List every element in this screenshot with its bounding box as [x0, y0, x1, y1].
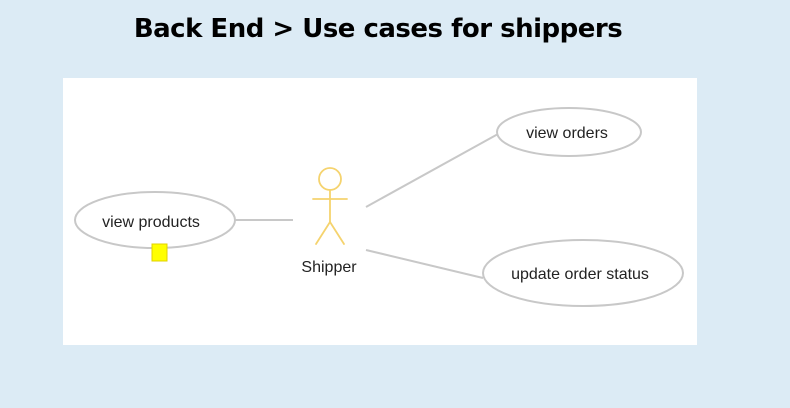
association-view-orders[interactable] [365, 133, 499, 208]
use-case-diagram: view products view orders update order s… [74, 107, 684, 307]
use-case-label: update order status [511, 266, 649, 283]
use-case-ellipse[interactable] [482, 239, 684, 307]
use-case-ellipse[interactable] [496, 107, 642, 157]
diagram-canvas: view products view orders update order s… [63, 78, 697, 345]
actor-shipper[interactable]: Shipper [301, 167, 357, 276]
page-title: Back End > Use cases for shippers [133, 14, 623, 44]
actor-label: Shipper [301, 259, 357, 276]
use-case-update-order-status[interactable]: update order status [482, 239, 684, 307]
stick-figure-icon [312, 167, 348, 245]
selection-handle[interactable] [151, 243, 168, 262]
use-case-label: view orders [526, 125, 608, 142]
use-case-view-orders[interactable]: view orders [496, 107, 642, 157]
association-update-order-status[interactable] [365, 249, 484, 279]
use-case-label: view products [102, 214, 200, 231]
use-case-view-products[interactable]: view products [74, 191, 236, 249]
